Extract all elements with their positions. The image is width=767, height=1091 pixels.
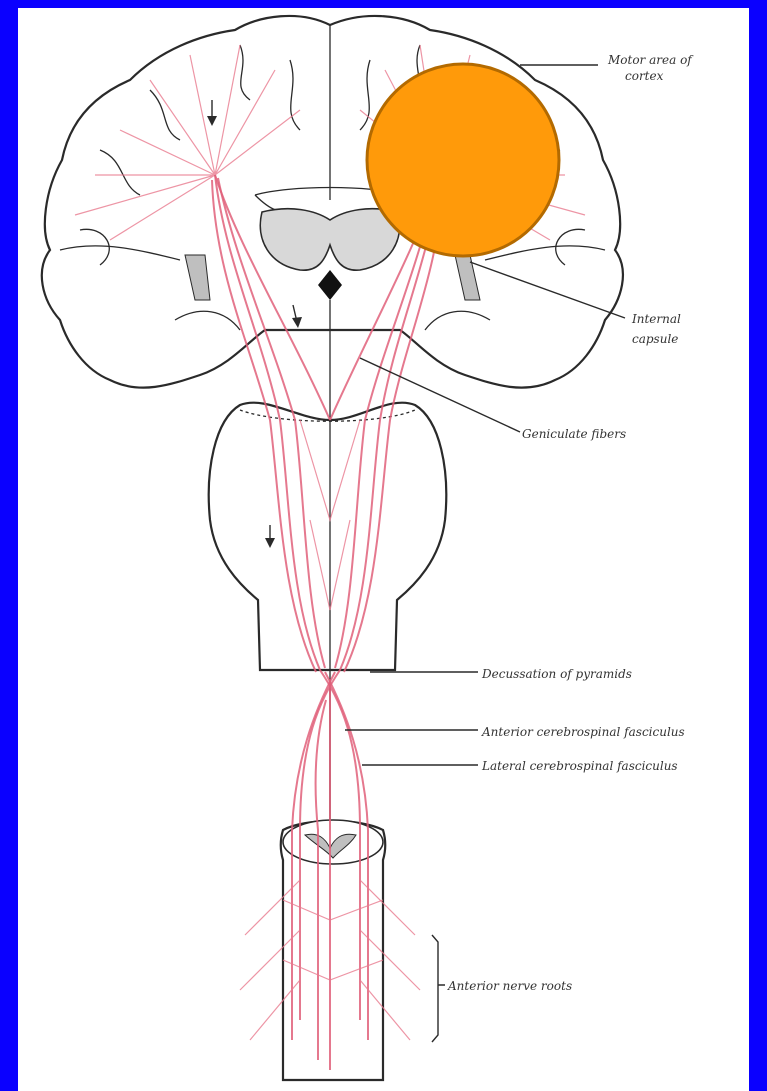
diagram-frame: Motor area of cortex Internal capsule Ge… xyxy=(18,8,749,1091)
label-anterior-nerve-roots: Anterior nerve roots xyxy=(447,979,572,993)
label-internal-capsule-line1: Internal xyxy=(631,312,681,326)
corticospinal-tract-diagram: Motor area of cortex Internal capsule Ge… xyxy=(18,8,749,1091)
spinal-cord xyxy=(281,820,386,1080)
label-decussation: Decussation of pyramids xyxy=(481,667,632,681)
label-motor-area-line1: Motor area of xyxy=(607,53,694,67)
label-motor-area-line2: cortex xyxy=(625,69,664,83)
orange-circle-marker xyxy=(367,64,559,256)
label-internal-capsule-line2: capsule xyxy=(632,332,678,346)
label-lateral-fasciculus: Lateral cerebrospinal fasciculus xyxy=(481,759,678,773)
label-geniculate-fibers: Geniculate fibers xyxy=(522,427,626,441)
label-anterior-fasciculus: Anterior cerebrospinal fasciculus xyxy=(481,725,685,739)
